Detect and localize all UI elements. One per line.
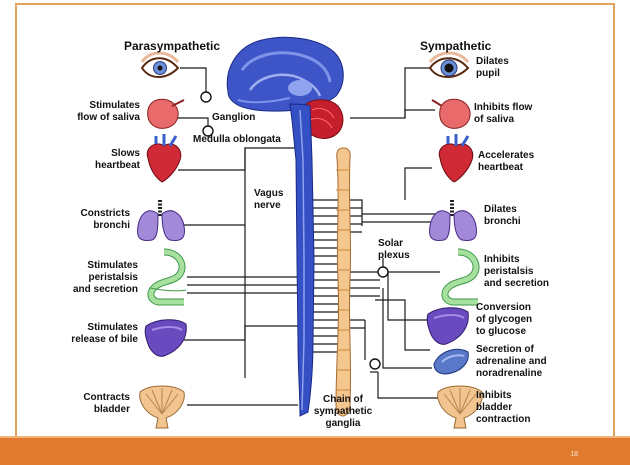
parasympathetic-heading: Parasympathetic: [124, 39, 220, 53]
label-constricts-bronchi-2: bronchi: [93, 220, 130, 231]
label-solar-plexus-1: Solar: [378, 238, 403, 249]
label-adrenaline-1: Secretion of: [476, 344, 534, 355]
lungs-icon: [430, 200, 477, 240]
adrenal-gland-icon: [434, 349, 468, 374]
label-inhibits-saliva-2: of saliva: [474, 114, 514, 125]
label-contracts-bladder-2: bladder: [94, 404, 130, 415]
label-stimulates-bile-1: Stimulates: [87, 322, 138, 333]
label-glycogen-2: of glycogen: [476, 314, 532, 325]
label-chain-ganglia-1: Chain of: [323, 394, 364, 405]
footer-bar: [0, 438, 630, 465]
label-adrenaline-3: noradrenaline: [476, 368, 543, 379]
label-slows-heartbeat-1: Slows: [111, 148, 140, 159]
label-medulla-oblongata: Medulla oblongata: [193, 134, 281, 145]
label-contracts-bladder-1: Contracts: [83, 392, 130, 403]
label-inhibits-peristalsis-2: peristalsis: [484, 266, 534, 277]
label-vagus-nerve-1: Vagus: [254, 188, 284, 199]
label-chain-ganglia-3: ganglia: [325, 418, 360, 429]
label-slows-heartbeat-2: heartbeat: [95, 160, 141, 171]
lungs-icon: [138, 200, 185, 240]
heart-icon: [147, 134, 181, 182]
label-chain-ganglia-2: sympathetic: [314, 406, 373, 417]
heart-icon: [439, 134, 473, 182]
label-stimulates-peristalsis-1: Stimulates: [87, 260, 138, 271]
eye-icon: [430, 53, 468, 77]
autonomic-nervous-system-diagram: Parasympathetic Sympathetic Stimulates f…: [0, 0, 630, 440]
label-dilates-bronchi-1: Dilates: [484, 204, 517, 215]
label-glycogen-3: to glucose: [476, 326, 526, 337]
label-inhibits-bladder-3: contraction: [476, 414, 530, 425]
stomach-intestine-icon: [150, 252, 186, 302]
label-glycogen-1: Conversion: [476, 302, 531, 313]
label-constricts-bronchi-1: Constricts: [81, 208, 131, 219]
eye-icon: [142, 53, 178, 77]
salivary-gland-icon: [432, 99, 470, 128]
label-stimulates-peristalsis-3: and secretion: [73, 284, 138, 295]
label-inhibits-bladder-1: Inhibits: [476, 390, 512, 401]
label-stimulates-peristalsis-2: peristalsis: [89, 272, 139, 283]
brain-icon: [227, 37, 343, 138]
liver-icon: [427, 308, 468, 345]
sympathetic-chain-icon: [336, 148, 351, 416]
label-accelerates-heartbeat-1: Accelerates: [478, 150, 535, 161]
slide-number: 18: [570, 451, 578, 458]
label-ganglion: Ganglion: [212, 112, 255, 123]
bladder-icon: [140, 386, 185, 428]
label-stimulates-saliva-2: flow of saliva: [77, 112, 140, 123]
liver-icon: [145, 320, 186, 357]
label-dilates-bronchi-2: bronchi: [484, 216, 521, 227]
label-solar-plexus-2: plexus: [378, 250, 410, 261]
spinal-cord-icon: [290, 104, 314, 416]
label-inhibits-peristalsis-3: and secretion: [484, 278, 549, 289]
sympathetic-heading: Sympathetic: [420, 39, 492, 53]
label-inhibits-saliva-1: Inhibits flow: [474, 102, 533, 113]
label-vagus-nerve-2: nerve: [254, 200, 281, 211]
stomach-intestine-icon: [445, 252, 478, 302]
label-inhibits-bladder-2: bladder: [476, 402, 512, 413]
label-dilates-pupil-2: pupil: [476, 68, 500, 79]
label-stimulates-saliva-1: Stimulates: [89, 100, 140, 111]
label-adrenaline-2: adrenaline and: [476, 356, 547, 367]
label-accelerates-heartbeat-2: heartbeat: [478, 162, 524, 173]
label-inhibits-peristalsis-1: Inhibits: [484, 254, 520, 265]
label-dilates-pupil-1: Dilates: [476, 56, 509, 67]
salivary-gland-icon: [148, 99, 184, 128]
label-stimulates-bile-2: release of bile: [71, 334, 138, 345]
